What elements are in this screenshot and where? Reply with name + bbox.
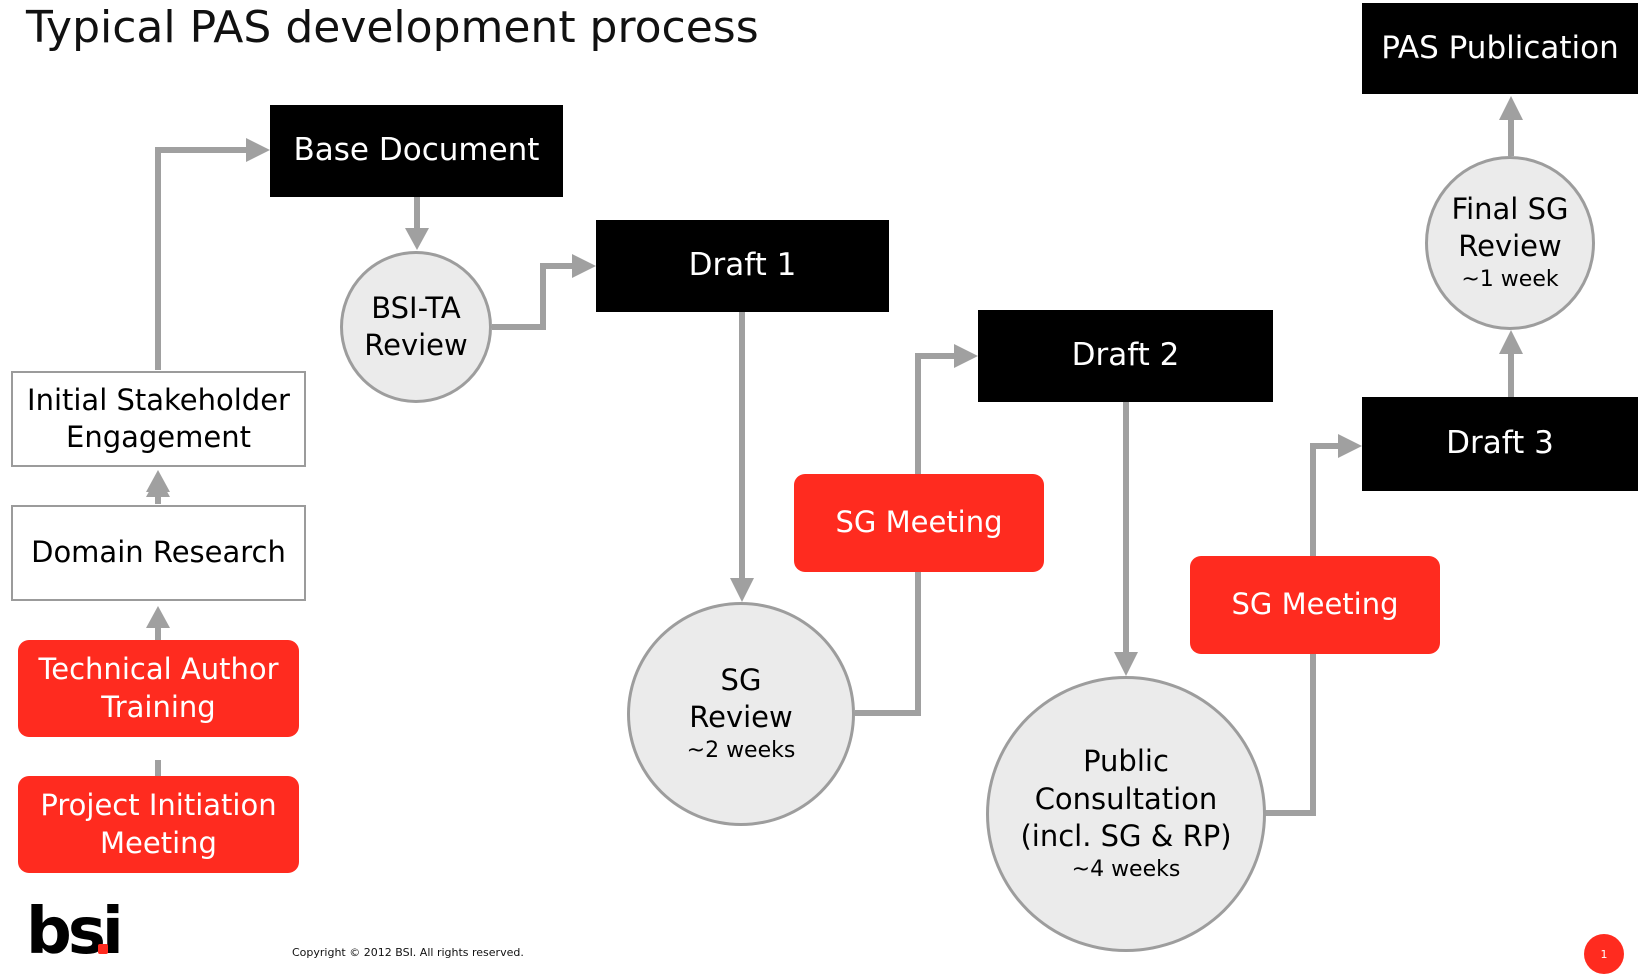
bsi-logo-dot <box>98 944 108 954</box>
sg-meeting-1-box: SG Meeting <box>794 474 1044 572</box>
arrowhead-research <box>146 606 170 628</box>
arrowhead-finalsg <box>1499 330 1523 354</box>
sg-review-duration: ~2 weeks <box>686 738 796 764</box>
pas-publication-label: PAS Publication <box>1381 29 1619 66</box>
draft1-label: Draft 1 <box>688 247 797 284</box>
arrowhead-publication <box>1499 96 1523 120</box>
initial-stakeholder-line2: Engagement <box>66 420 251 454</box>
draft3-box: Draft 3 <box>1362 397 1638 491</box>
draft1-box: Draft 1 <box>596 220 889 312</box>
technical-author-training-box: Technical Author Training <box>18 640 299 737</box>
bsi-ta-review-circle: BSI-TA Review <box>340 251 492 403</box>
copyright-notice: Copyright © 2012 BSI. All rights reserve… <box>292 946 524 959</box>
connector-stakeholder-to-base <box>155 147 248 370</box>
final-sg-review-line1: Final SG <box>1451 192 1569 227</box>
page-title: Typical PAS development process <box>26 2 759 53</box>
page-number-badge: 1 <box>1584 934 1624 974</box>
public-consultation-circle: Public Consultation (incl. SG & RP) ~4 w… <box>986 676 1266 952</box>
public-consultation-duration: ~4 weeks <box>1071 856 1181 882</box>
connector-bsita-to-draft1 <box>492 263 574 330</box>
domain-research-label: Domain Research <box>31 535 286 570</box>
draft2-box: Draft 2 <box>978 310 1273 402</box>
project-initiation-line1: Project Initiation <box>40 787 277 822</box>
arrowhead-base-document <box>246 138 270 162</box>
sg-review-circle: SG Review ~2 weeks <box>627 602 855 826</box>
arrowhead-bsita <box>405 228 429 250</box>
sg-review-line1: SG <box>720 663 762 698</box>
technical-author-line1: Technical Author <box>38 651 279 686</box>
initial-stakeholder-line1: Initial Stakeholder <box>27 382 290 417</box>
bsi-logo: bsi <box>26 895 124 969</box>
base-document-label: Base Document <box>293 132 540 169</box>
bsi-ta-review-line1: BSI-TA <box>371 290 461 325</box>
technical-author-line2: Training <box>101 689 216 724</box>
initial-stakeholder-box: Initial Stakeholder Engagement <box>11 371 306 467</box>
project-initiation-meeting-box: Project Initiation Meeting <box>18 776 299 873</box>
final-sg-review-line2: Review <box>1458 229 1562 264</box>
draft2-label: Draft 2 <box>1071 337 1180 374</box>
sg-review-line2: Review <box>689 700 793 735</box>
final-sg-review-circle: Final SG Review ~1 week <box>1425 156 1595 330</box>
sg-meeting-1-label: SG Meeting <box>835 505 1003 540</box>
sg-meeting-2-box: SG Meeting <box>1190 556 1440 654</box>
pas-publication-box: PAS Publication <box>1362 3 1638 94</box>
domain-research-box: Domain Research <box>11 505 306 601</box>
arrowhead-consultation <box>1114 652 1138 676</box>
arrowhead-sgreview <box>730 578 754 602</box>
arrowhead-draft2 <box>954 344 978 368</box>
arrowhead-draft3 <box>1338 434 1362 458</box>
bsi-ta-review-line2: Review <box>364 328 468 362</box>
public-consultation-line3: (incl. SG & RP) <box>1020 818 1232 853</box>
draft3-label: Draft 3 <box>1446 425 1554 462</box>
public-consultation-line1: Public <box>1083 744 1169 779</box>
public-consultation-line2: Consultation <box>1034 781 1218 816</box>
arrowhead-draft1 <box>572 254 596 278</box>
project-initiation-line2: Meeting <box>100 825 217 860</box>
base-document-box: Base Document <box>270 105 563 197</box>
final-sg-review-duration: ~1 week <box>1461 267 1559 293</box>
page-number: 1 <box>1600 947 1608 961</box>
arrowhead-stakeholder <box>146 475 170 497</box>
sg-meeting-2-label: SG Meeting <box>1231 587 1399 622</box>
